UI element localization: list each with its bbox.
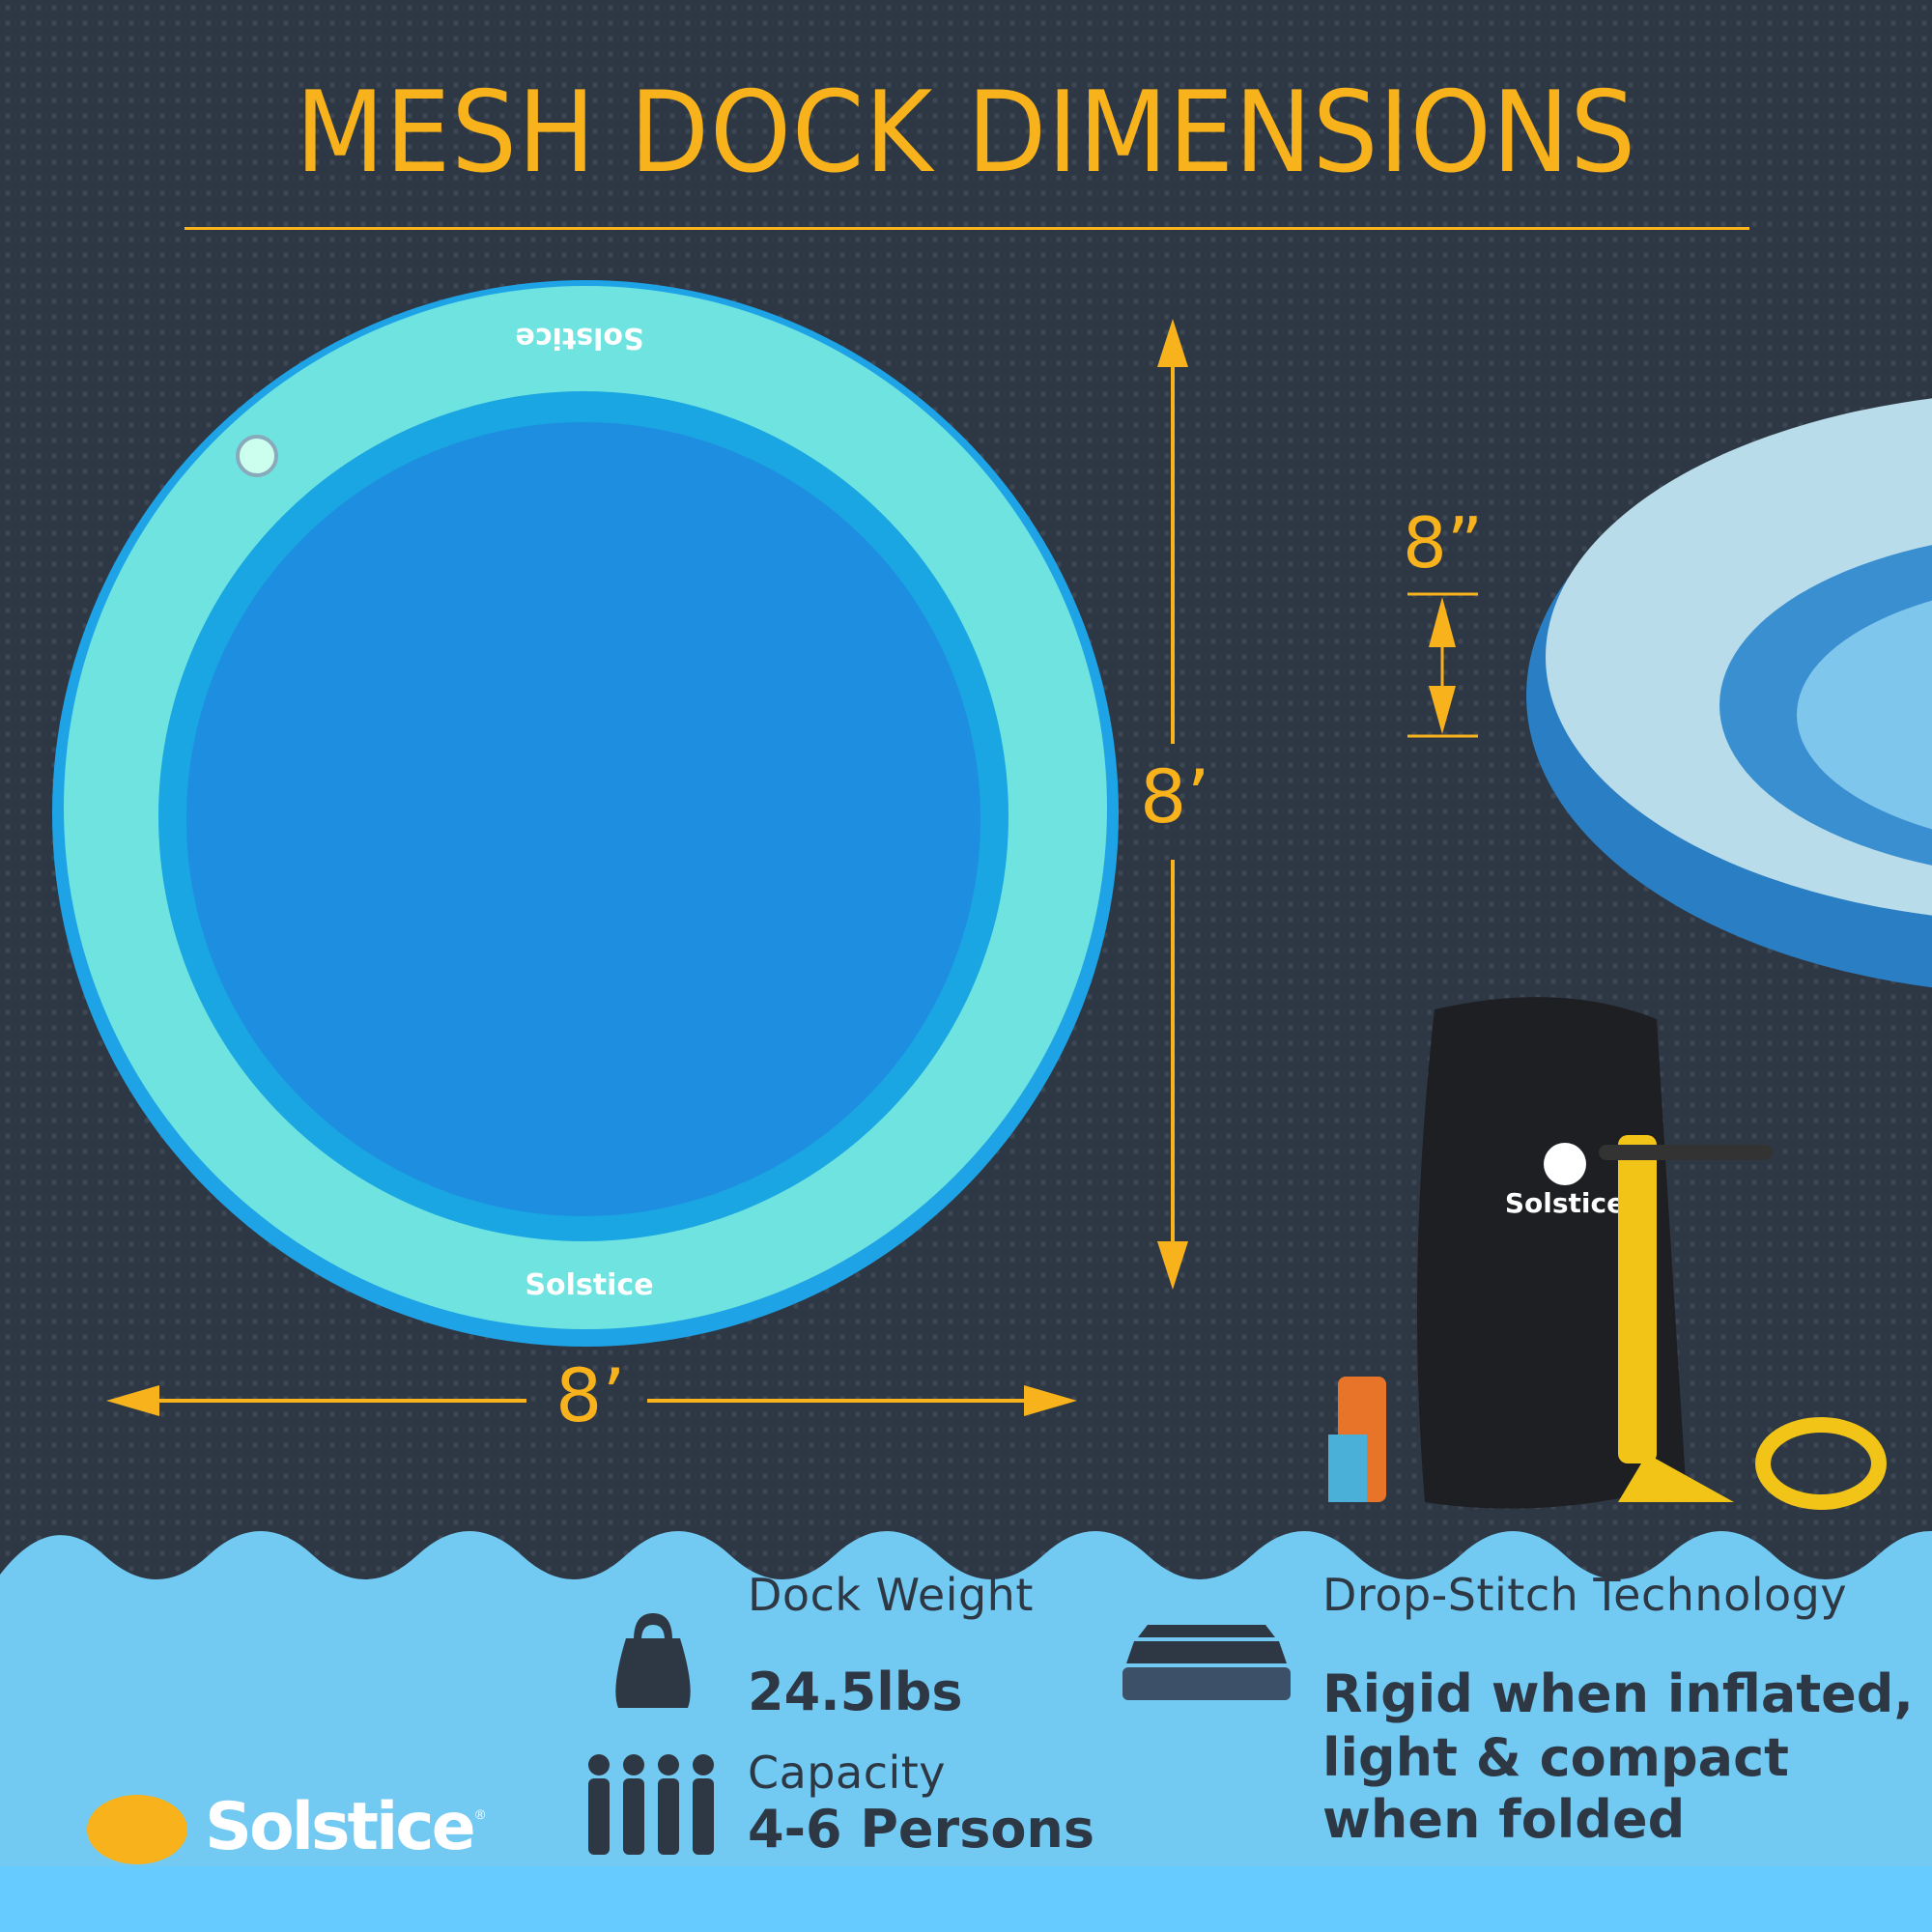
technology-label: Drop-Stitch Technology (1322, 1569, 1848, 1621)
dock-logo-top: Solstice (515, 321, 643, 355)
length-arrow (1157, 319, 1188, 1290)
capacity-value: 4-6 Persons (748, 1799, 1095, 1860)
height-arrow (1407, 592, 1478, 738)
width-label: 8’ (555, 1352, 626, 1438)
weight-label: Dock Weight (748, 1569, 1034, 1621)
people-icon (588, 1754, 714, 1855)
kettlebell-icon (615, 1613, 691, 1708)
dock-logo-bottom: Solstice (525, 1268, 653, 1302)
length-label: 8’ (1140, 753, 1210, 839)
height-label: 8” (1403, 502, 1484, 583)
capacity-label: Capacity (748, 1747, 947, 1799)
brand-name: Solstice (205, 1789, 476, 1865)
dock-side-view-image (1526, 398, 1932, 988)
width-arrow (106, 1385, 1077, 1416)
weight-value: 24.5lbs (748, 1662, 963, 1722)
technology-line-1: Rigid when inflated, (1322, 1663, 1914, 1724)
technology-line-3: when folded (1322, 1789, 1686, 1850)
carry-bag-and-pump-image: Solstice (1328, 997, 1887, 1510)
page-title: MESH DOCK DIMENSIONS (295, 68, 1637, 198)
water-band (0, 1531, 1932, 1932)
svg-text:Solstice: Solstice (1505, 1187, 1625, 1219)
drop-stitch-layers-icon (1122, 1625, 1291, 1700)
registered-mark: ® (475, 1806, 486, 1822)
title-divider (185, 227, 1749, 230)
solstice-logo-icon (87, 1795, 187, 1864)
technology-line-2: light & compact (1322, 1727, 1789, 1788)
dock-top-view-image: Solstice Solstice (52, 280, 1119, 1347)
